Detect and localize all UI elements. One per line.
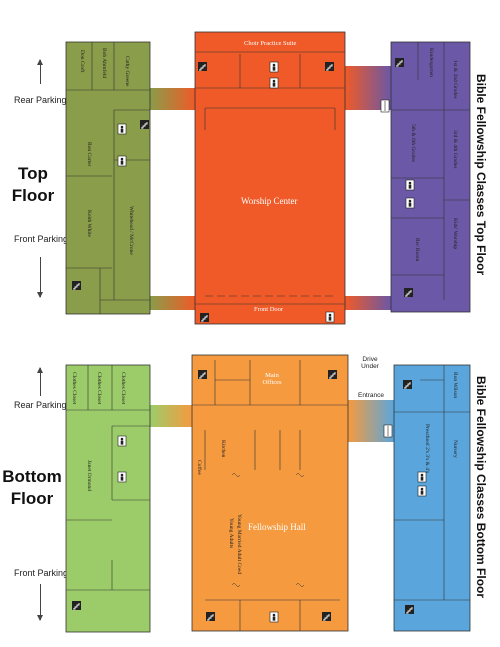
bottom-right-wing	[393, 364, 471, 632]
restroom-icon	[117, 471, 127, 483]
stairs-icon	[200, 313, 209, 322]
room-preschool: Preschool 2's 3's & 4's	[424, 424, 430, 474]
room-choir-practice-suite: Choir Practice Suite	[244, 40, 297, 47]
room-young-adults: Young Adults	[228, 518, 234, 549]
stairs-icon	[198, 370, 207, 379]
stairs-icon	[395, 58, 404, 67]
label-entrance: Entrance	[357, 392, 385, 399]
room-kitchen: Kitchen	[220, 440, 226, 458]
rear-parking-label: Rear Parking	[14, 95, 67, 105]
stairs-icon	[72, 281, 81, 290]
room-5th-6th-grades: 5th & 6th Grades	[410, 124, 416, 163]
stairs-icon	[72, 601, 81, 610]
front-parking-label: Front Parking	[14, 234, 69, 244]
stairs-icon	[322, 612, 331, 621]
room-don-croft: Don Croft	[79, 50, 85, 73]
bottom-connector-left	[150, 405, 192, 427]
room-coffee: Coffee	[196, 460, 202, 475]
rear-parking-label-bottom: Rear Parking	[14, 400, 67, 410]
bottom-left-wing	[65, 364, 151, 633]
room-rec-room: Rec Room	[414, 238, 420, 262]
restroom-icon	[117, 435, 127, 447]
label-front-door: Front Door	[254, 306, 284, 313]
elevator-icon	[383, 424, 393, 438]
up-arrow-icon	[37, 59, 43, 84]
top-floor-side-title: Bible Fellowship Classes Top Floor	[474, 74, 488, 276]
room-kindergarten: Kindergarten	[428, 48, 434, 77]
room-nursery: Nursery	[452, 440, 458, 458]
room-worship-center: Worship Center	[241, 196, 298, 206]
room-1st-2nd-grades: 1st & 2nd Grades	[452, 60, 458, 99]
restroom-icon	[269, 77, 279, 89]
top-floor-title: Top Floor	[11, 164, 55, 205]
top-connector-front-left	[150, 296, 195, 310]
stairs-icon	[405, 605, 414, 614]
room-ron-wilson: Ron Wilson	[452, 372, 458, 399]
stairs-icon	[328, 370, 337, 379]
bottom-floor-side-title: Bible Fellowship Classes Bottom Floor	[474, 376, 488, 599]
elevator-icon	[380, 99, 390, 113]
room-clothes-closet-1: Clothes Closet	[71, 372, 77, 405]
top-connector-front-right	[345, 296, 391, 310]
kitchen-equipment-icon	[231, 473, 305, 587]
top-left-wing-walls	[66, 42, 150, 314]
stairs-icon	[140, 120, 149, 129]
room-keith-white: Keith White	[86, 210, 92, 237]
room-whitehead-mccrone: Whitehead / McCrone	[128, 206, 134, 255]
restroom-icon	[417, 485, 427, 497]
restroom-icon	[405, 179, 415, 191]
restroom-icon	[117, 123, 127, 135]
up-arrow-icon	[37, 367, 43, 396]
bottom-left-wing-walls	[66, 365, 150, 591]
stairs-icon	[325, 62, 334, 71]
label-drive-under: Drive Under	[361, 356, 379, 370]
front-parking-label-bottom: Front Parking	[14, 568, 69, 578]
room-3rd-4th-grades: 3rd & 4th Grades	[452, 130, 458, 169]
room-bob-ahrnfeld: Bob Ahrnfeld	[101, 48, 107, 79]
restroom-icon	[117, 155, 127, 167]
restroom-icon	[417, 471, 427, 483]
stairs-icon	[198, 62, 207, 71]
bottom-center-walls	[192, 360, 348, 631]
restroom-icon	[269, 61, 279, 73]
down-arrow-icon	[37, 257, 43, 298]
top-right-wing-walls	[391, 42, 470, 300]
bottom-floor-title-line2: Floor	[10, 489, 54, 508]
stairs-icon	[404, 288, 413, 297]
room-ron-carter: Ron Carter	[86, 142, 92, 167]
top-floor-map	[65, 31, 471, 325]
room-janet-ormond: Janet Ormond	[86, 460, 92, 492]
room-clothes-closet-3: Clothes Closet	[120, 372, 126, 405]
room-kids-worship: Kids' Worship	[452, 218, 458, 250]
bottom-center-block	[191, 354, 349, 632]
room-cathy-greene: Cathy Greene	[124, 56, 130, 87]
room-young-married-adult-coed: Young Married Adult Coed	[236, 514, 242, 575]
room-fellowship-hall: Fellowship Hall	[248, 522, 306, 532]
restroom-icon	[325, 311, 335, 323]
stairs-icon	[403, 380, 412, 389]
bottom-right-wing-walls	[394, 365, 470, 601]
restroom-icon	[405, 197, 415, 209]
stairs-icon	[206, 612, 215, 621]
room-clothes-closet-2: Clothes Closet	[96, 372, 102, 405]
down-arrow-icon	[37, 584, 43, 621]
bottom-floor-title-line1: Bottom	[2, 467, 62, 486]
top-connector-rear-left	[150, 88, 195, 110]
top-right-wing	[390, 41, 471, 313]
top-left-wing	[65, 41, 151, 315]
room-main-offices: Main Offices	[262, 372, 282, 386]
restroom-icon	[269, 611, 279, 623]
